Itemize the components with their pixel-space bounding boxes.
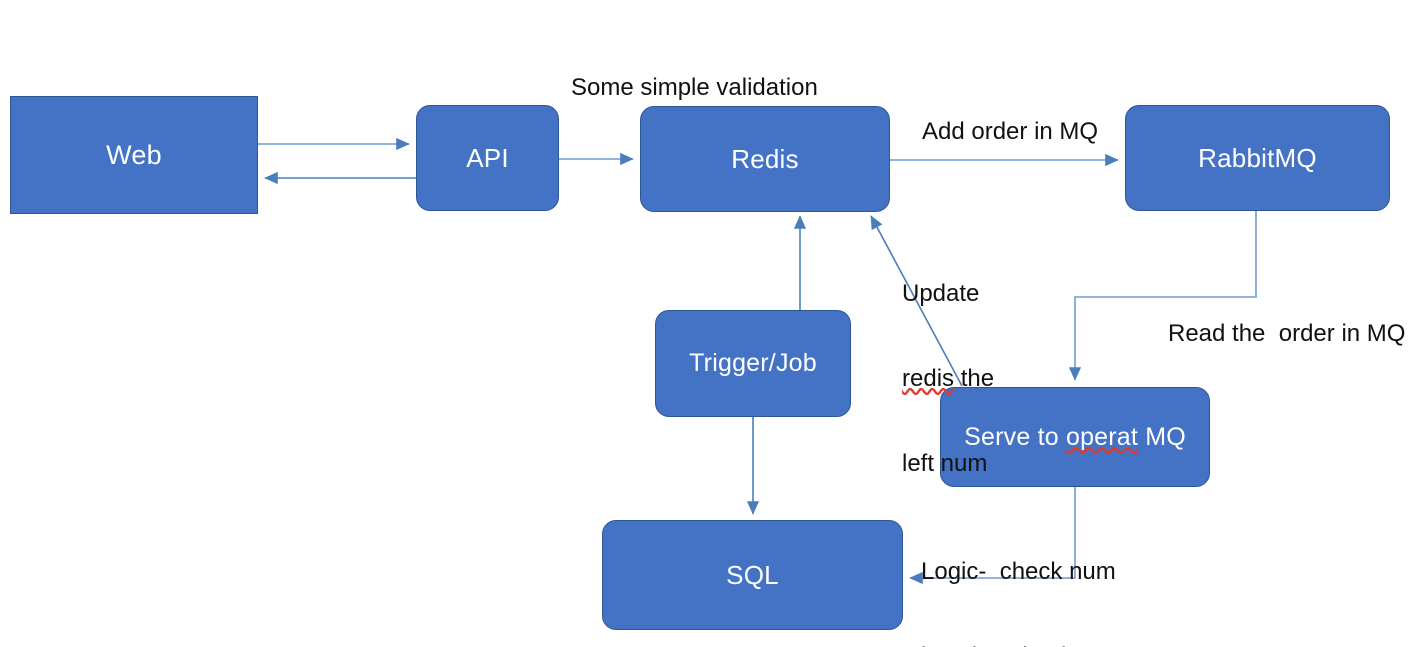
node-sql-label: SQL bbox=[726, 559, 779, 590]
node-serve-to-operat-mq-label: Serve to operat MQ bbox=[964, 422, 1186, 451]
edge-label-read-order: Read the order in MQ bbox=[1168, 320, 1406, 347]
update-redis-line-1: Update bbox=[902, 279, 980, 307]
node-api-label: API bbox=[466, 142, 509, 173]
node-sql[interactable]: SQL bbox=[602, 520, 903, 630]
node-rabbitmq[interactable]: RabbitMQ bbox=[1125, 105, 1390, 211]
connector-rabbit-to-serve bbox=[1068, 211, 1257, 381]
logic-sql-line-2: in sql , write the bbox=[921, 643, 1116, 647]
node-redis[interactable]: Redis bbox=[640, 106, 890, 212]
node-web-label: Web bbox=[106, 139, 162, 170]
node-redis-label: Redis bbox=[731, 143, 799, 174]
node-rabbitmq-label: RabbitMQ bbox=[1198, 142, 1317, 173]
edge-label-validation: Some simple validation bbox=[571, 74, 818, 101]
edge-label-add-order: Add order in MQ bbox=[922, 118, 1099, 145]
update-redis-line-2: redis the bbox=[902, 364, 995, 392]
node-serve-to-operat-mq[interactable]: Serve to operat MQ bbox=[940, 387, 1210, 487]
edge-label-update-redis: Update redis the left num bbox=[902, 223, 994, 534]
update-redis-line-3: left num bbox=[902, 449, 988, 477]
node-trigger-job[interactable]: Trigger/Job bbox=[655, 310, 851, 417]
node-api[interactable]: API bbox=[416, 105, 559, 211]
node-trigger-job-label: Trigger/Job bbox=[689, 349, 817, 377]
node-web[interactable]: Web bbox=[10, 96, 258, 214]
logic-sql-line-1: Logic- check num bbox=[921, 557, 1116, 585]
windows-activation-watermark: 激活 Windows 转到“设置”以激活 Windows。 bbox=[1230, 617, 1425, 647]
edge-label-logic-sql: Logic- check num in sql , write the orde… bbox=[921, 501, 1116, 647]
